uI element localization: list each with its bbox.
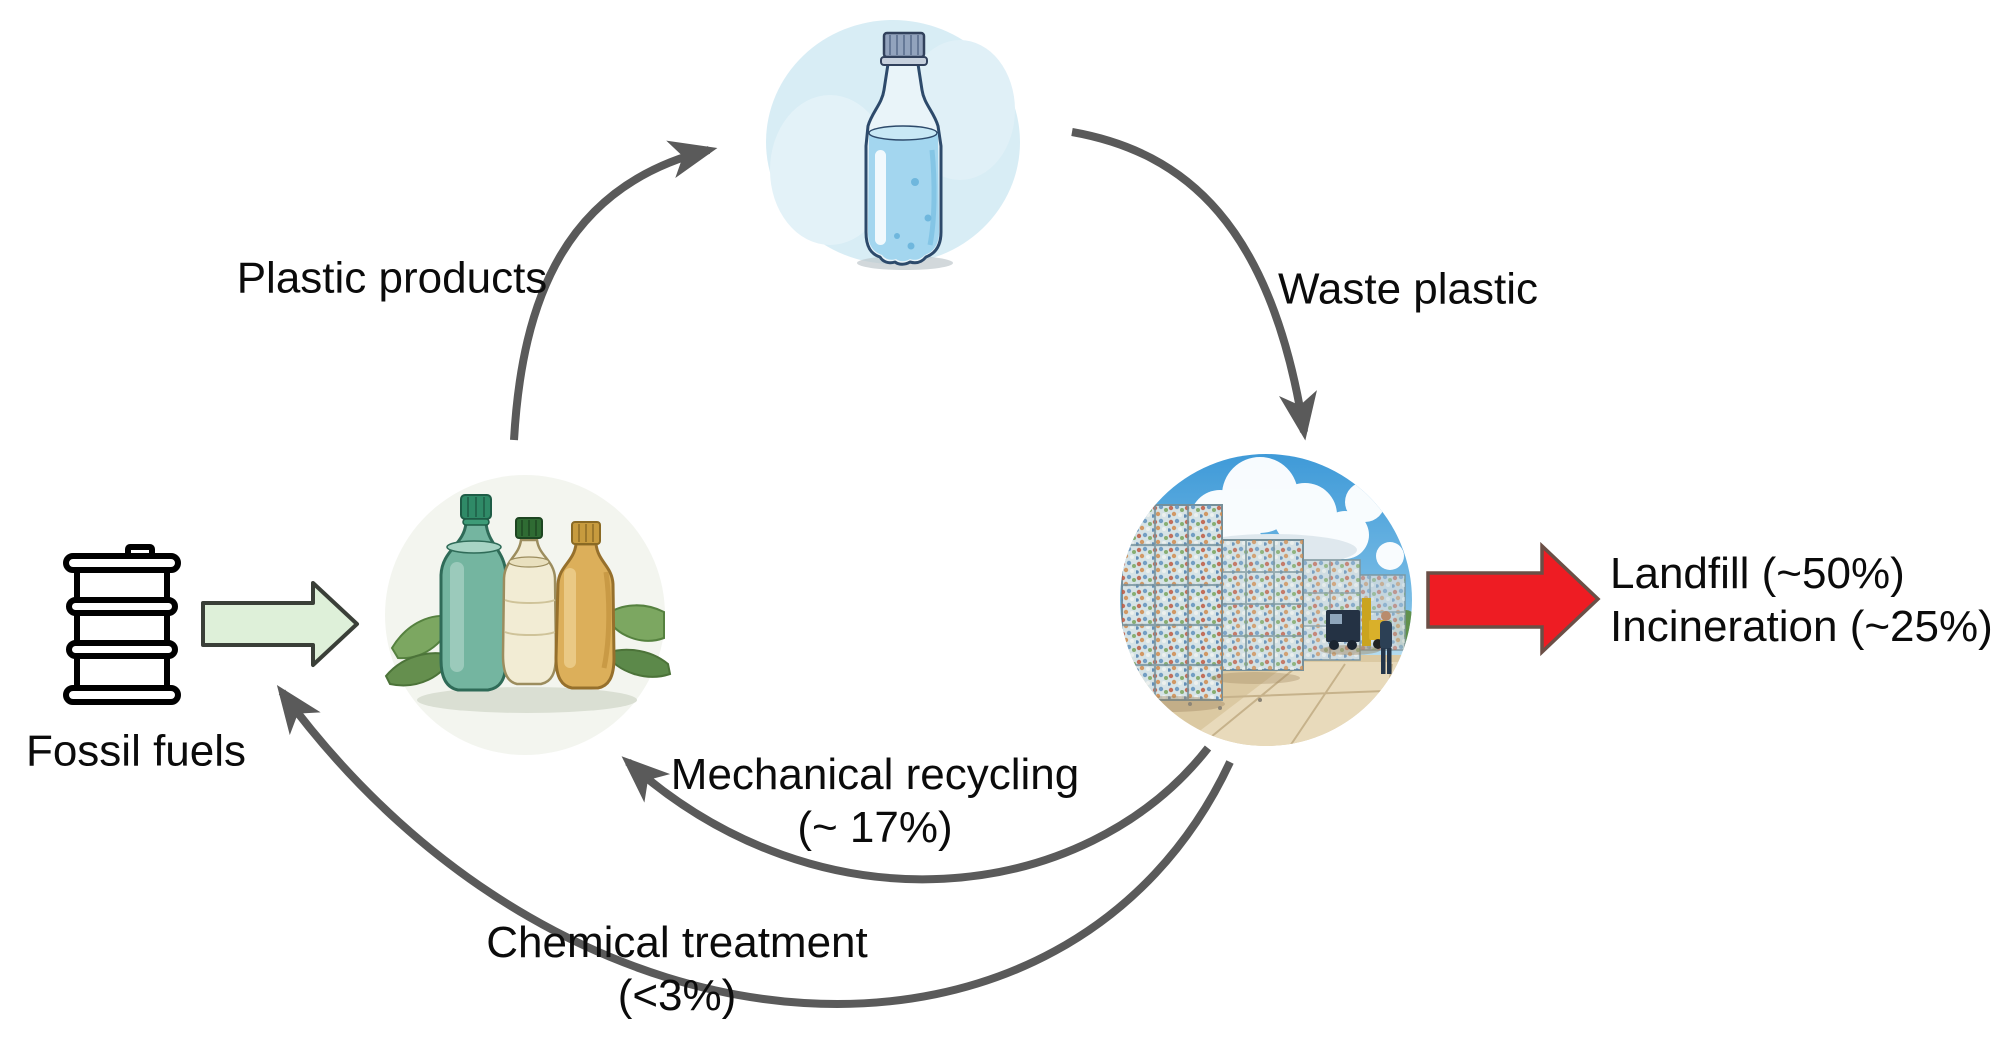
oil-barrel-icon	[63, 544, 181, 705]
fossil-fuels-label: Fossil fuels	[25, 726, 247, 776]
amber-bottle	[554, 521, 616, 690]
plastic-products-label: Plastic products	[236, 253, 548, 303]
flow-arrows	[276, 128, 1317, 1008]
mechanical-recycling-text: Mechanical recycling	[670, 750, 1080, 799]
incineration-label: Incineration (~25%)	[1610, 602, 1993, 651]
chemical-treatment-arrow	[276, 685, 1234, 1008]
mechanical-recycling-label: Mechanical recycling (~ 17%)	[671, 748, 1079, 854]
disposal-arrow	[1426, 541, 1601, 657]
chemical-treatment-text: Chemical treatment	[486, 918, 868, 967]
chemical-treatment-label: Chemical treatment (<3%)	[486, 916, 867, 1022]
plastic-waste-bales-photo	[1120, 454, 1412, 746]
truck-and-forklift	[1320, 598, 1386, 655]
waste-plastic-arrow	[1071, 128, 1317, 441]
disposal-label: Landfill (~50%) Incineration (~25%)	[1610, 547, 1993, 653]
teal-bottle	[439, 494, 508, 692]
worker-figure	[1380, 611, 1392, 674]
pale-bottle	[501, 517, 558, 686]
chemical-treatment-rate: (<3%)	[617, 971, 737, 1020]
waste-plastic-label: Waste plastic	[1277, 264, 1539, 314]
water-bottle-illustration	[766, 20, 1020, 270]
landfill-label: Landfill (~50%)	[1610, 549, 1905, 598]
plastic-bottles-illustration	[384, 475, 672, 755]
plastic-products-arrow	[510, 140, 718, 441]
mechanical-recycling-arrow	[621, 745, 1212, 884]
production-arrow	[201, 581, 359, 667]
mechanical-recycling-rate: (~ 17%)	[797, 803, 953, 852]
